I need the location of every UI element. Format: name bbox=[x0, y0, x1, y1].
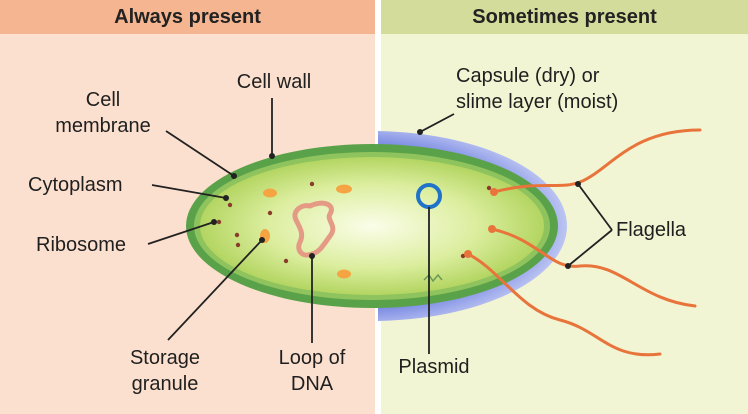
leader-dot bbox=[269, 153, 275, 159]
leader-dot bbox=[223, 195, 229, 201]
left-header-bar bbox=[0, 0, 375, 34]
flagellum bbox=[466, 252, 662, 357]
ribosome bbox=[267, 210, 273, 216]
ribosome bbox=[486, 185, 492, 191]
label-cell-membrane: Cell membrane bbox=[55, 89, 151, 137]
squiggle-mark bbox=[423, 273, 443, 283]
flagellum-base bbox=[490, 188, 498, 196]
label-loop-of-dna: Loop of DNA bbox=[278, 347, 346, 395]
right-panel-title: Sometimes present bbox=[472, 6, 657, 28]
flagellum bbox=[490, 227, 697, 308]
leader-dots bbox=[211, 129, 581, 269]
label-cytoplasm: Cytoplasm bbox=[28, 174, 123, 196]
leader-cell-membrane bbox=[165, 130, 235, 177]
ribosome bbox=[460, 253, 466, 259]
ribosome bbox=[216, 219, 222, 225]
ribosome bbox=[283, 258, 289, 264]
storage-granules bbox=[260, 184, 352, 279]
leader-storage-granule bbox=[167, 239, 263, 341]
dna-loop bbox=[292, 200, 336, 258]
leader-flagella-upper bbox=[577, 183, 613, 231]
leader-dot bbox=[259, 237, 265, 243]
leader-dot bbox=[417, 129, 423, 135]
label-plasmid: Plasmid bbox=[398, 356, 470, 378]
leader-lines bbox=[147, 98, 613, 354]
leader-dot bbox=[211, 219, 217, 225]
ribosome bbox=[234, 232, 240, 238]
leader-dot bbox=[565, 263, 571, 269]
label-ribosome: Ribosome bbox=[36, 234, 127, 256]
ribosome bbox=[235, 242, 241, 248]
right-header-bar bbox=[381, 0, 748, 34]
flagellum bbox=[492, 128, 702, 194]
leader-dot bbox=[575, 181, 581, 187]
storage-granule bbox=[336, 184, 352, 194]
storage-granule bbox=[337, 269, 351, 279]
label-flagella: Flagella bbox=[616, 219, 687, 241]
flagellum-base bbox=[488, 225, 496, 233]
label-cell-wall: Cell wall bbox=[236, 71, 312, 93]
leader-dot bbox=[309, 253, 315, 259]
flagella bbox=[466, 128, 702, 357]
label-capsule: Capsule (dry) or slime layer (moist) bbox=[456, 65, 619, 113]
label-storage-granule: Storage granule bbox=[129, 347, 201, 395]
flagella-bases bbox=[464, 188, 498, 258]
ribosome bbox=[227, 202, 233, 208]
leader-cytoplasm bbox=[151, 184, 227, 199]
left-panel-title: Always present bbox=[114, 6, 261, 28]
leader-dot bbox=[231, 173, 237, 179]
flagellum-base bbox=[464, 250, 472, 258]
leader-capsule bbox=[419, 113, 455, 133]
ribosome bbox=[309, 181, 315, 187]
leader-flagella-lower bbox=[567, 229, 613, 267]
leader-ribosome bbox=[147, 221, 215, 245]
storage-granule bbox=[263, 188, 277, 198]
ribosomes bbox=[216, 181, 492, 264]
